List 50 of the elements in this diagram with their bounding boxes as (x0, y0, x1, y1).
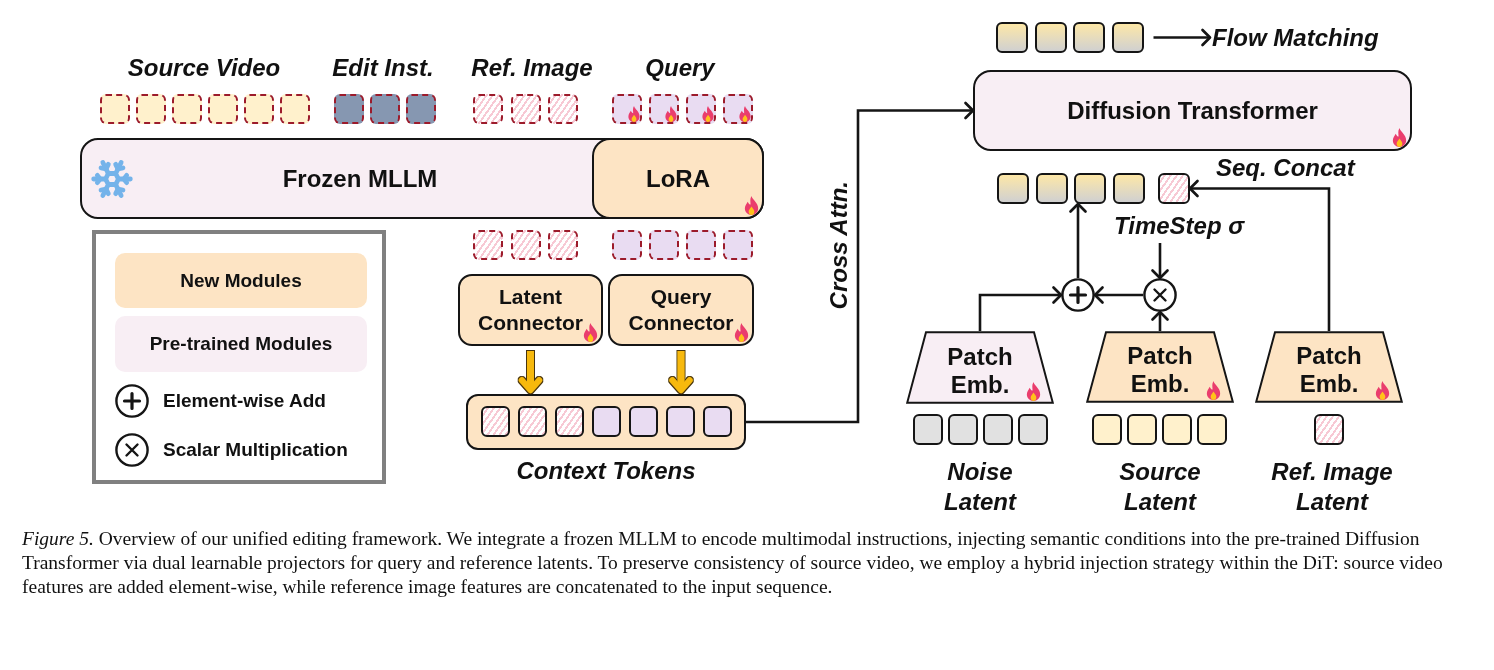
connector-arrow (746, 101, 975, 424)
connector-arrow (1093, 286, 1143, 304)
box-title: Context Tokens (516, 456, 696, 486)
trainable-module-box (592, 138, 764, 219)
frozen-module-box (80, 138, 764, 219)
module-label: Latent Connector (477, 284, 584, 336)
connector-arrow (1188, 179, 1331, 331)
legend-label: Scalar Multiplication (163, 438, 348, 462)
module-label: Query Connector (627, 284, 735, 336)
circled-times-icon (1143, 278, 1177, 312)
legend-label: Pre-trained Modules (149, 332, 333, 356)
token-square (1158, 173, 1190, 204)
connector-box (458, 274, 603, 346)
block-label: Patch Emb. (946, 342, 1014, 399)
objective-label: Flow Matching (1212, 23, 1379, 53)
input-label: Query (645, 53, 715, 83)
input-label: Ref. Image (471, 53, 593, 83)
latent-label: Ref. Image Latent (1270, 457, 1394, 517)
figure-caption: Figure 5. Overview of our unified editing framework. We integrate a frozen MLLM to encode multimodal instructions, injecting semantic conditions into the pre-trained Diffusion Transformer via dual learnable projectors for query and reference latents. To preserve consistency of source video, we employ a hybrid injection strategy within the DiT: source video features are added element-wise, while reference image features are concatenated to the input sequence. (22, 527, 1444, 599)
circled-plus-icon (1061, 278, 1095, 312)
token-square (1111, 22, 1144, 53)
latent-label: Source Latent (1118, 457, 1202, 517)
token-square (997, 173, 1029, 204)
connector-arrow (978, 286, 1063, 331)
token-square (1314, 414, 1344, 445)
legend-label: New Modules (180, 268, 302, 293)
latent-label: Noise Latent (943, 457, 1018, 517)
module-label: LoRA (646, 163, 710, 194)
transformer-box (973, 70, 1412, 151)
connector-arrow (1069, 202, 1087, 278)
input-label: Source Video (127, 53, 281, 83)
token-square (1034, 22, 1067, 53)
token-square (1113, 173, 1146, 204)
timestep-label: TimeStep σ (1114, 211, 1245, 241)
connector-arrow (1151, 243, 1169, 280)
edge-label: Cross Attn. (825, 181, 853, 310)
token-square (996, 22, 1028, 53)
connector-box (608, 274, 754, 346)
token-square (1035, 173, 1068, 204)
connector-arrow (1151, 310, 1169, 331)
block-label: Patch Emb. (1126, 342, 1194, 398)
token-square (1074, 173, 1107, 204)
module-label: Diffusion Transformer (1067, 95, 1318, 126)
input-label: Edit Inst. (332, 53, 434, 83)
edge-label: Seq. Concat (1216, 154, 1355, 182)
block-label: Patch Emb. (1295, 342, 1363, 398)
module-label: Frozen MLLM (282, 163, 438, 194)
token-square (1073, 22, 1105, 53)
connector-arrow (1153, 28, 1212, 47)
legend-label: Element-wise Add (163, 389, 326, 413)
